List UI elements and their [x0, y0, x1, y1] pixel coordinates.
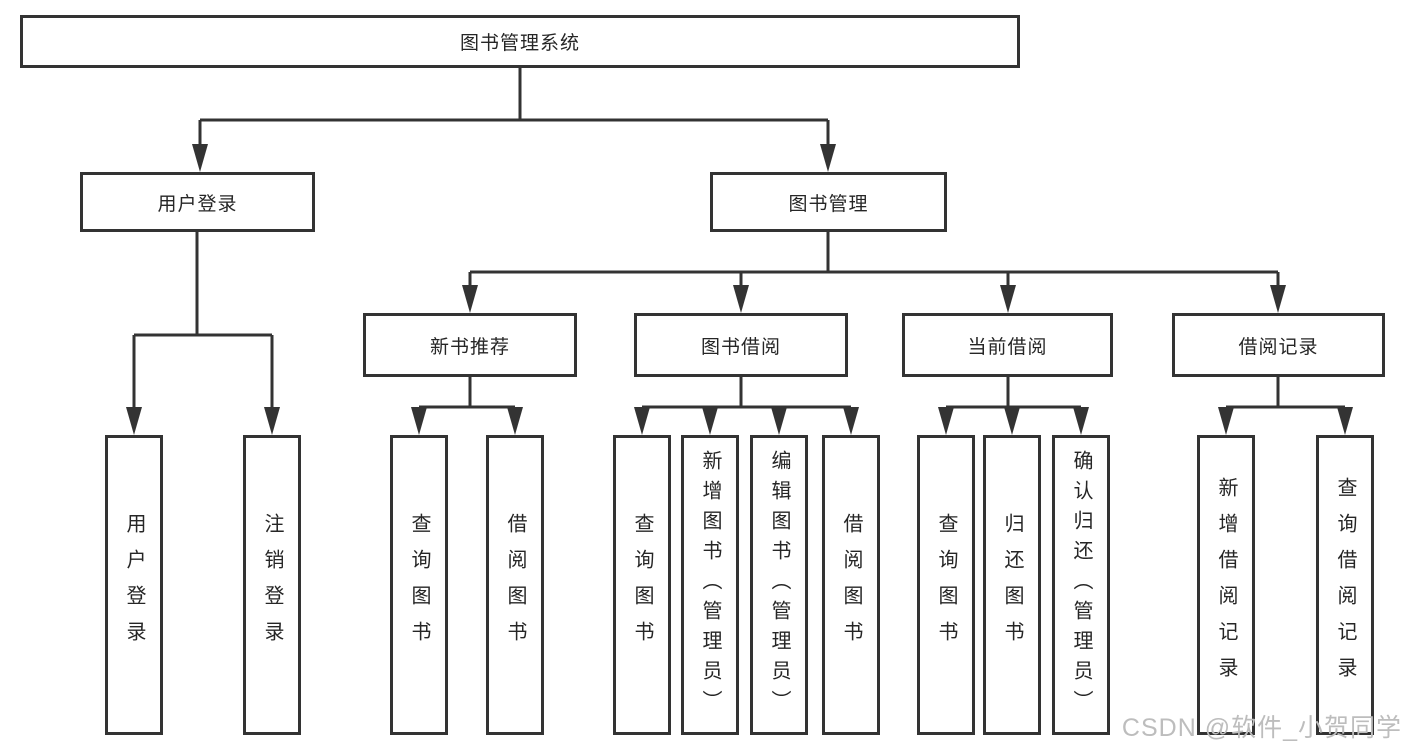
arrow-icon	[192, 144, 208, 172]
connector-book-management	[468, 232, 1280, 290]
arrow-icon	[820, 144, 836, 172]
arrow-icon	[733, 285, 749, 313]
connector-new-book-recommend	[419, 377, 515, 409]
node-user-login: 用户登录	[80, 172, 315, 232]
arrow-icon	[1073, 407, 1089, 435]
arrow-icon	[843, 407, 859, 435]
node-book-management: 图书管理	[710, 172, 947, 232]
node-leaf-label: 查询图书	[631, 513, 653, 657]
node-leaf-query-books-1: 查询图书	[390, 435, 448, 735]
arrow-icon	[462, 285, 478, 313]
node-leaf-borrow-books-1: 借阅图书	[486, 435, 544, 735]
node-leaf-label: 新增借阅记录	[1215, 477, 1237, 693]
node-borrowing-records-label: 借阅记录	[1238, 336, 1319, 358]
node-root: 图书管理系统	[20, 15, 1020, 68]
node-current-borrowing: 当前借阅	[902, 313, 1113, 377]
node-leaf-label: 新增图书（管理员）	[699, 450, 721, 720]
connector-root	[198, 68, 830, 152]
node-leaf-borrow-books-2: 借阅图书	[822, 435, 880, 735]
arrow-icon	[702, 407, 718, 435]
node-leaf-add-books-admin: 新增图书（管理员）	[681, 435, 739, 735]
node-book-borrowing: 图书借阅	[634, 313, 848, 377]
arrow-icon	[411, 407, 427, 435]
node-leaf-label: 查询借阅记录	[1334, 477, 1356, 693]
arrowheads	[126, 144, 1353, 435]
node-leaf-confirm-return-admin: 确认归还（管理员）	[1052, 435, 1110, 735]
node-leaf-label: 借阅图书	[840, 513, 862, 657]
node-current-borrowing-label: 当前借阅	[967, 336, 1048, 358]
node-leaf-label: 借阅图书	[504, 513, 526, 657]
node-leaf-label: 编辑图书（管理员）	[768, 450, 790, 720]
node-leaf-user-login: 用户登录	[105, 435, 163, 735]
arrow-icon	[1270, 285, 1286, 313]
arrow-icon	[1000, 285, 1016, 313]
node-leaf-label: 用户登录	[123, 513, 145, 657]
connector-current-borrowing	[946, 377, 1081, 409]
node-leaf-label: 查询图书	[935, 513, 957, 657]
arrow-icon	[1218, 407, 1234, 435]
connector-book-borrowing	[642, 377, 851, 409]
node-leaf-return-books: 归还图书	[983, 435, 1041, 735]
arrow-icon	[771, 407, 787, 435]
arrow-icon	[1337, 407, 1353, 435]
csdn-watermark: CSDN @软件_小贺同学	[1121, 714, 1402, 742]
node-leaf-label: 注销登录	[261, 513, 283, 657]
node-root-label: 图书管理系统	[459, 33, 580, 54]
node-leaf-label: 查询图书	[408, 513, 430, 657]
node-leaf-logout: 注销登录	[243, 435, 301, 735]
connector-user-login	[132, 232, 274, 412]
node-book-management-label: 图书管理	[788, 193, 869, 215]
node-leaf-edit-books-admin: 编辑图书（管理员）	[750, 435, 808, 735]
node-leaf-label: 确认归还（管理员）	[1070, 450, 1092, 720]
arrow-icon	[507, 407, 523, 435]
node-user-login-label: 用户登录	[157, 193, 238, 215]
connector-borrowing-records	[1226, 377, 1345, 409]
node-leaf-add-borrow-record: 新增借阅记录	[1197, 435, 1255, 735]
node-leaf-query-borrow-record: 查询借阅记录	[1316, 435, 1374, 735]
node-leaf-query-books-3: 查询图书	[917, 435, 975, 735]
node-borrowing-records: 借阅记录	[1172, 313, 1385, 377]
node-leaf-label: 归还图书	[1001, 513, 1023, 657]
node-leaf-query-books-2: 查询图书	[613, 435, 671, 735]
arrow-icon	[1004, 407, 1020, 435]
node-new-book-recommend-label: 新书推荐	[429, 336, 510, 358]
node-new-book-recommend: 新书推荐	[363, 313, 577, 377]
arrow-icon	[264, 407, 280, 435]
arrow-icon	[126, 407, 142, 435]
arrow-icon	[634, 407, 650, 435]
arrow-icon	[938, 407, 954, 435]
node-book-borrowing-label: 图书借阅	[700, 336, 781, 358]
